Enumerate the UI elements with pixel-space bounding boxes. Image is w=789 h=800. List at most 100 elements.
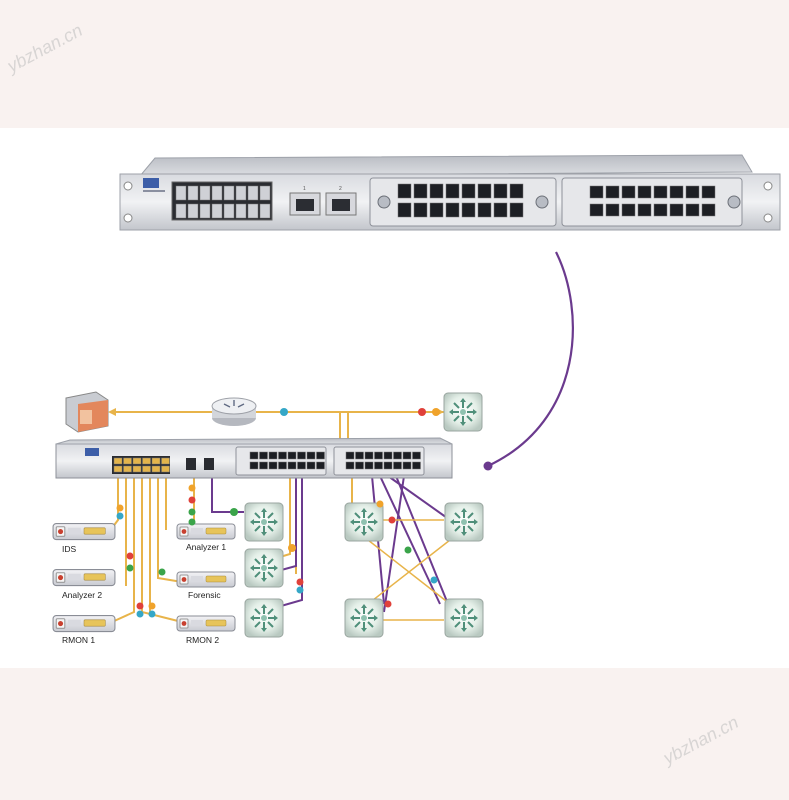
port-icon (429, 183, 444, 199)
port-icon (175, 203, 187, 219)
thumbscrew-icon (727, 195, 741, 209)
port-icon (113, 465, 123, 473)
dot-orange (148, 602, 156, 610)
port-icon (637, 185, 652, 199)
port-icon (445, 183, 460, 199)
port-icon (306, 461, 316, 470)
port-icon (509, 183, 524, 199)
analyzer1-device (176, 523, 236, 540)
analyzer1-label: Analyzer 1 (186, 542, 226, 552)
analyzer2-device (52, 568, 116, 587)
port-icon (223, 185, 235, 201)
port-label-2: 2 (339, 186, 342, 192)
port-label-1: 1 (303, 186, 306, 192)
port-icon (621, 203, 636, 217)
dot-cyan (280, 408, 288, 416)
port-icon (374, 451, 383, 460)
port-icon (268, 451, 278, 460)
dot-green (158, 568, 166, 576)
dot-cyan (430, 576, 438, 584)
rj45-ports-module-2 (589, 185, 716, 217)
port-icon (287, 451, 297, 460)
dot-red (126, 552, 134, 560)
port-icon (175, 185, 187, 201)
port-icon (402, 451, 412, 460)
port-icon (211, 185, 223, 201)
port-icon (493, 183, 508, 199)
port-icon (477, 183, 492, 199)
port-icon (413, 183, 428, 199)
port-icon (316, 461, 325, 470)
port-icon (211, 203, 223, 219)
switch-icon (244, 598, 284, 638)
appliance-module-2-ports (345, 451, 421, 470)
link-dots (116, 408, 440, 618)
port-icon (187, 185, 199, 201)
port-icon (429, 202, 444, 218)
port-icon (669, 185, 684, 199)
port-icon (123, 465, 132, 473)
port-icon (589, 203, 604, 217)
dot-red (136, 602, 144, 610)
dot-cyan (148, 610, 156, 618)
zoom-connector-line (487, 251, 574, 467)
port-icon (477, 202, 492, 218)
port-icon (364, 451, 374, 460)
server-icon (65, 391, 109, 433)
port-icon (259, 185, 271, 201)
port-icon (701, 203, 716, 217)
port-icon (621, 185, 636, 199)
dot-red (296, 578, 304, 586)
port-icon (287, 461, 297, 470)
dot-cyan (136, 610, 144, 618)
port-icon (493, 202, 508, 218)
mesh-lines (367, 519, 451, 621)
port-icon (151, 465, 161, 473)
port-icon (249, 461, 259, 470)
ids-label: IDS (62, 544, 77, 554)
port-icon (413, 202, 428, 218)
port-icon (142, 465, 151, 473)
port-icon (259, 451, 268, 460)
rack-chassis: 1 2 (119, 154, 781, 231)
port-icon (259, 461, 268, 470)
dot-green (126, 564, 134, 572)
switch-icon-top (443, 392, 483, 432)
ids-device (52, 522, 116, 541)
rmon1-label: RMON 1 (62, 635, 95, 645)
port-icon (393, 461, 402, 470)
thumbscrew-icon (377, 195, 391, 209)
dot-orange (188, 484, 196, 492)
port-icon (161, 457, 170, 465)
dot-red (388, 516, 396, 524)
dot-orange (376, 500, 384, 508)
port-icon (132, 465, 142, 473)
port-icon (412, 461, 421, 470)
port-icon (653, 203, 668, 217)
switch-icon (344, 598, 384, 638)
port-icon (364, 461, 374, 470)
dot-red (188, 496, 196, 504)
port-icon (509, 202, 524, 218)
port-icon (402, 461, 412, 470)
router-icon (211, 397, 257, 426)
dot-green (230, 508, 238, 516)
port-icon (589, 185, 604, 199)
port-icon (187, 203, 199, 219)
port-icon (235, 185, 247, 201)
port-icon (223, 203, 235, 219)
port-icon (247, 185, 259, 201)
switch-icon (444, 598, 484, 638)
port-icon (461, 202, 476, 218)
dot-red (384, 600, 392, 608)
port-icon (151, 457, 161, 465)
port-icon (461, 183, 476, 199)
dot-green (188, 518, 196, 526)
port-icon (132, 457, 142, 465)
port-icon (383, 461, 393, 470)
analyzer2-label: Analyzer 2 (62, 590, 102, 600)
port-icon (397, 183, 412, 199)
port-icon (199, 185, 211, 201)
rj45-ports-module-1 (397, 183, 524, 218)
switch-icon (244, 548, 284, 588)
